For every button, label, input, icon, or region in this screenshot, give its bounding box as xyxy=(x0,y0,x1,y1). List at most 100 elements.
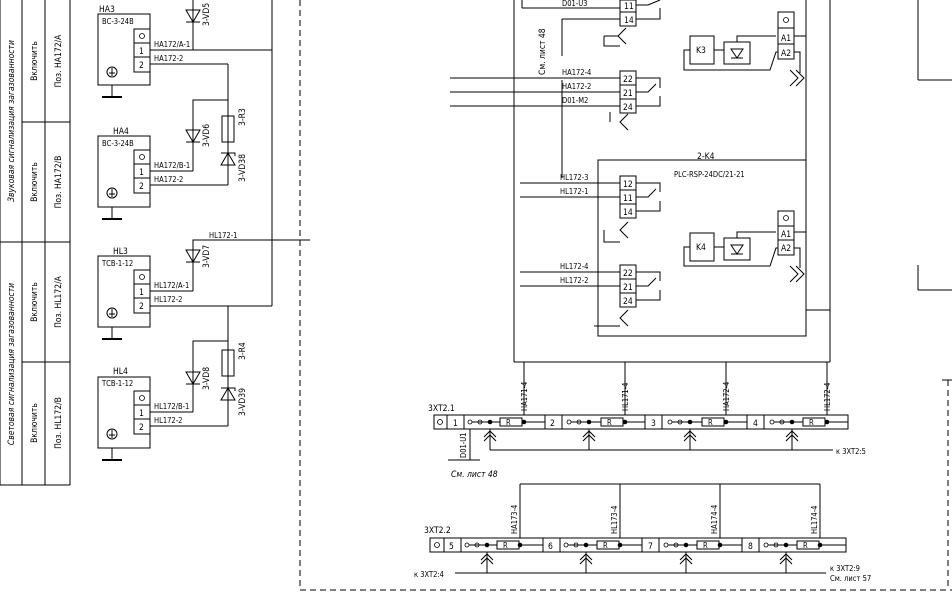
relay-coil-label: K4 xyxy=(696,243,706,253)
strip-cell-5: НА173-4 R xyxy=(464,484,543,550)
device-type: ВС-3-24В xyxy=(102,139,134,148)
wire-label: HL172-1 xyxy=(560,187,588,196)
diode-label: 3-VD5 xyxy=(202,3,212,26)
bus-label: HL172-1 xyxy=(209,231,237,240)
link-label: к 3XT2:9 xyxy=(830,564,860,573)
relay-k3: D01-U3 11 14 См. лист 48 A1 A2 K3 НА172-… xyxy=(450,0,952,363)
pin-label: 24 xyxy=(623,103,633,113)
resistor-label: R xyxy=(506,418,511,427)
wire-label: НА172/В-1 xyxy=(154,161,190,170)
diode-label: 3-VD7 xyxy=(202,245,212,268)
pin-label: 21 xyxy=(623,283,633,293)
terminal-number: 1 xyxy=(453,419,458,429)
d01-label: D01-U1 xyxy=(459,433,468,458)
strip-cell-4: HL172-4 R xyxy=(769,362,848,427)
wire-label: HL174-4 xyxy=(810,506,819,534)
device-type: ТСВ-1-12 xyxy=(101,259,133,268)
relay-model: PLC-RSP-24DC/21-21 xyxy=(674,170,745,179)
wire-label: НА172/А-1 xyxy=(154,40,190,49)
zener-icon xyxy=(220,152,236,166)
resistor-label: R xyxy=(809,418,814,427)
wire-label: НА172-4 xyxy=(562,68,591,77)
row3-action: Включить xyxy=(30,282,40,322)
coil-a2-label: A2 xyxy=(781,49,791,59)
wire-label: HL172/В-1 xyxy=(154,402,189,411)
wire-label: HL172-4 xyxy=(560,262,588,271)
terminal-number: 7 xyxy=(648,542,653,552)
resistor-label: R xyxy=(603,541,608,550)
see-sheet-label: См. лист 57 xyxy=(830,574,871,583)
group-sound-label: Звуковая сигнализация загазованности xyxy=(7,40,17,202)
ground-icon xyxy=(106,187,118,199)
terminal-marker-icon xyxy=(139,33,145,39)
resistor-label: 3-R4 xyxy=(238,342,248,360)
diode-icon xyxy=(185,371,201,385)
strip-label: 3XT2.1 xyxy=(428,404,455,414)
pin-label: 11 xyxy=(624,2,634,12)
device-type: ТСВ-1-12 xyxy=(101,379,133,388)
ground-icon xyxy=(106,307,118,319)
device-hl4: HL4 ТСВ-1-12 1 2 HL172/В-1 HL172-2 3-VD8… xyxy=(97,306,248,461)
terminal-number: 4 xyxy=(753,419,758,429)
strip-cell-2: HL171-4 R xyxy=(566,362,645,427)
terminal-1: 1 xyxy=(139,47,144,57)
device-na4: НА4 ВС-3-24В 1 2 НА172/В-1 НА172-2 3-VD6… xyxy=(97,0,273,306)
terminal-2: 2 xyxy=(139,61,144,71)
terminal-number: 6 xyxy=(548,542,553,552)
terminal-2: 2 xyxy=(139,182,144,192)
device-na3: НА3 ВС-3-24В 1 2 НА172/А-1 НА172-2 3-VD5 xyxy=(97,0,272,98)
see-sheet-label: См. лист 48 xyxy=(451,470,498,480)
jumper-arrows xyxy=(480,552,793,573)
row2-pos: Поз. НА172/В xyxy=(54,156,64,209)
row4-pos: Поз. HL172/В xyxy=(54,397,64,449)
device-tag: НА3 xyxy=(99,5,115,15)
relay-name: 2-K4 xyxy=(697,152,715,162)
wire-label: D01-U3 xyxy=(562,0,587,8)
terminal-strip-2: 3XT2.2 5 6 7 8 НА173-4 R HL173-4 R xyxy=(414,483,871,583)
coil-a2-label: A2 xyxy=(781,244,791,254)
pin-label: 22 xyxy=(623,75,633,85)
link-label: к 3XT2:5 xyxy=(836,447,866,456)
zener-label: 3-VD39 xyxy=(238,388,248,416)
wire-label: НА172-2 xyxy=(154,54,183,63)
pin-label: 14 xyxy=(624,16,634,26)
wire-label: HL172-2 xyxy=(560,276,588,285)
row2-action: Включить xyxy=(30,162,40,202)
wire-label: НА172-2 xyxy=(562,82,591,91)
strip-cell-6: HL173-4 R xyxy=(563,484,642,550)
pin-label: 14 xyxy=(623,208,633,218)
strip-cell-8: HL174-4 R xyxy=(763,484,846,550)
resistor-label: 3-R3 xyxy=(238,108,248,126)
ground-icon xyxy=(106,66,118,78)
device-tag: НА4 xyxy=(113,127,129,137)
wire-label: НА172-4 xyxy=(722,382,731,411)
wire-label: HL172-2 xyxy=(154,295,182,304)
diode-label: 3-VD6 xyxy=(202,124,212,147)
pin-label: 21 xyxy=(623,89,633,99)
wire-label: HL172-2 xyxy=(154,416,182,425)
terminal-marker-icon xyxy=(139,154,145,160)
row3-pos: Поз. HL172/А xyxy=(54,275,64,328)
terminal-strip-1: 3XT2.1 1 2 3 4 НА171-4 R HL171-4 R xyxy=(428,362,866,480)
device-tag: HL3 xyxy=(113,247,128,257)
row1-pos: Поз. НА172/А xyxy=(54,34,64,88)
row4-action: Включить xyxy=(30,403,40,443)
coil-a1-label: A1 xyxy=(781,34,791,44)
wire-label: НА172-2 xyxy=(154,175,183,184)
relay-coil-label: K3 xyxy=(696,46,706,56)
device-tag: HL4 xyxy=(113,367,128,377)
terminal-marker-icon xyxy=(783,17,789,23)
terminal-number: 5 xyxy=(449,542,454,552)
resistor-label: R xyxy=(803,541,808,550)
strip-label: 3XT2.2 xyxy=(424,526,451,536)
terminal-number: 8 xyxy=(748,542,753,552)
ground-icon xyxy=(106,428,118,440)
diode-label: 3-VD8 xyxy=(202,367,212,390)
strip-cell-1: НА171-4 R xyxy=(467,362,545,427)
wire-label: D01-M2 xyxy=(562,96,588,105)
device-hl3: HL3 ТСВ-1-12 1 2 HL172/А-1 HL172-2 HL172… xyxy=(97,231,310,340)
terminal-marker-icon xyxy=(783,215,789,221)
diode-icon xyxy=(185,249,201,263)
jumper-arrows xyxy=(483,429,799,450)
